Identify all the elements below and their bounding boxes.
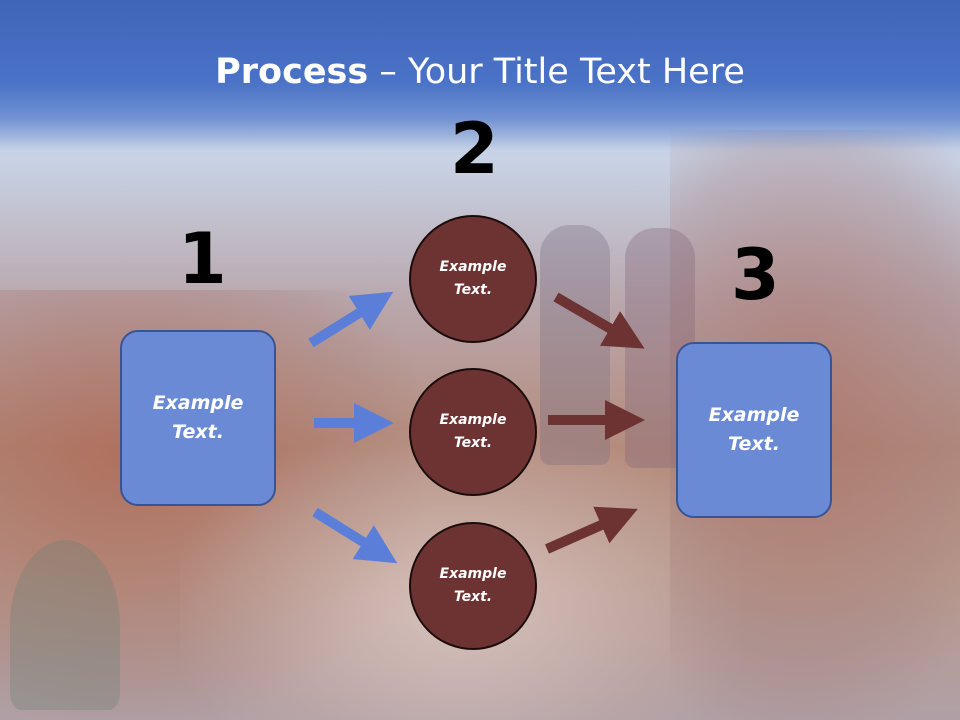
circle-text-line2: Text. <box>453 435 493 451</box>
title-bold: Process <box>215 52 369 92</box>
step-number-3: 3 <box>731 234 780 316</box>
box-text-line1: Example <box>708 404 800 426</box>
title-band <box>0 0 960 150</box>
circle-text-line1: Example <box>439 259 507 275</box>
circle-text-line2: Text. <box>453 589 493 605</box>
step-number-1: 1 <box>178 218 227 300</box>
arrow-to-top-circle <box>308 291 394 348</box>
background-tree <box>10 540 120 710</box>
circle-text-line1: Example <box>439 412 507 428</box>
arrow-from-top-circle <box>553 292 645 349</box>
circle-text-line1: Example <box>439 566 507 582</box>
box-text-line2: Text. <box>172 421 224 443</box>
slide-title[interactable]: Process – Your Title Text Here <box>0 52 960 92</box>
arrow-from-bottom-circle <box>544 506 638 554</box>
box-text-line2: Text. <box>728 433 780 455</box>
circle-text-line2: Text. <box>453 282 493 298</box>
title-rest: – Your Title Text Here <box>368 52 745 92</box>
box-text-line1: Example <box>152 392 244 414</box>
arrow-to-bottom-circle <box>312 507 398 564</box>
step-number-2: 2 <box>450 108 499 190</box>
